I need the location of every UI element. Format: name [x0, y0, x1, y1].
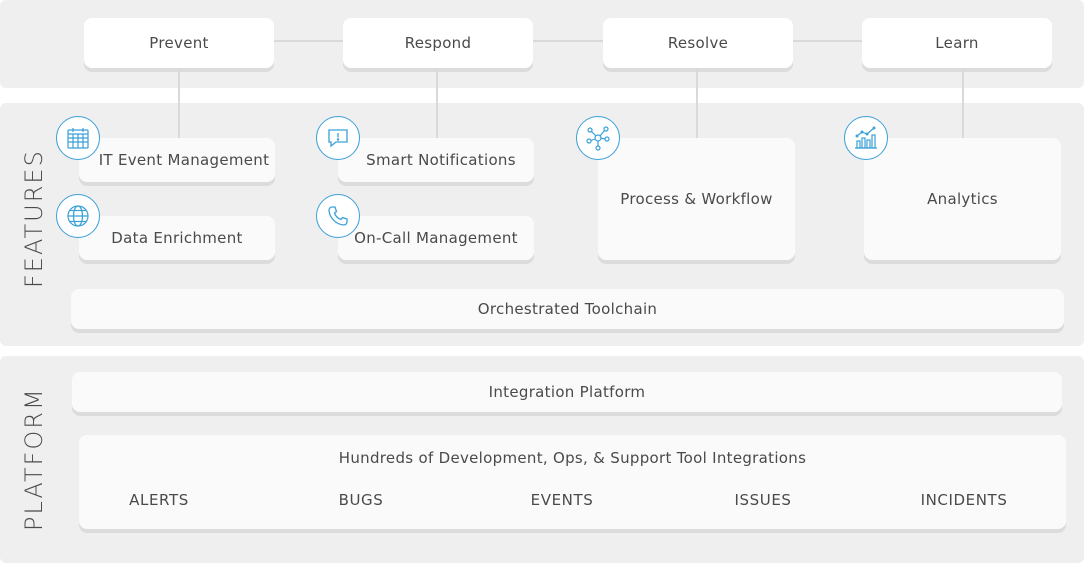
feature-on-call-management: On-Call Management: [338, 216, 534, 260]
integrations-title: Hundreds of Development, Ops, & Support …: [338, 449, 807, 467]
feature-label: IT Event Management: [98, 151, 270, 169]
integration-platform: Integration Platform: [72, 372, 1062, 412]
feature-label: Smart Notifications: [366, 151, 516, 169]
feature-process-workflow: Process & Workflow: [598, 138, 795, 260]
phase-label: Learn: [935, 34, 979, 52]
phase-label: Respond: [404, 34, 472, 52]
feature-label: On-Call Management: [354, 229, 518, 247]
category-alerts: ALERTS: [129, 491, 189, 509]
network-icon: [576, 116, 620, 160]
connector-resolve: [696, 68, 698, 138]
phase-resolve: Resolve: [603, 18, 793, 68]
category-events: EVENTS: [530, 491, 594, 509]
feature-label: Analytics: [927, 190, 998, 208]
notification-icon: [316, 116, 360, 160]
platform-section-label: PLATFORM: [20, 387, 48, 531]
calendar-icon: [56, 116, 100, 160]
integration-platform-label: Integration Platform: [488, 383, 646, 401]
analytics-chart-icon: [844, 116, 888, 160]
connector-prevent: [178, 68, 180, 138]
category-incidents: INCIDENTS: [920, 491, 1008, 509]
category-issues: ISSUES: [734, 491, 792, 509]
connector-respond: [436, 68, 438, 138]
category-bugs: BUGS: [338, 491, 384, 509]
connector-learn: [962, 68, 964, 138]
feature-it-event-management: IT Event Management: [79, 138, 275, 182]
phase-prevent: Prevent: [84, 18, 274, 68]
phase-learn: Learn: [862, 18, 1052, 68]
phone-icon: [316, 194, 360, 238]
phase-label: Prevent: [149, 34, 209, 52]
orchestrated-toolchain: Orchestrated Toolchain: [71, 289, 1064, 329]
feature-smart-notifications: Smart Notifications: [338, 138, 534, 182]
phase-label: Resolve: [667, 34, 729, 52]
phase-connector: [270, 40, 870, 42]
tool-integrations-panel: Hundreds of Development, Ops, & Support …: [79, 435, 1066, 529]
phase-respond: Respond: [343, 18, 533, 68]
feature-analytics: Analytics: [864, 138, 1061, 260]
feature-label: Process & Workflow: [620, 190, 773, 208]
feature-data-enrichment: Data Enrichment: [79, 216, 275, 260]
toolchain-label: Orchestrated Toolchain: [477, 300, 658, 318]
features-section-label: FEATURES: [20, 149, 48, 288]
feature-label: Data Enrichment: [111, 229, 243, 247]
globe-icon: [56, 194, 100, 238]
